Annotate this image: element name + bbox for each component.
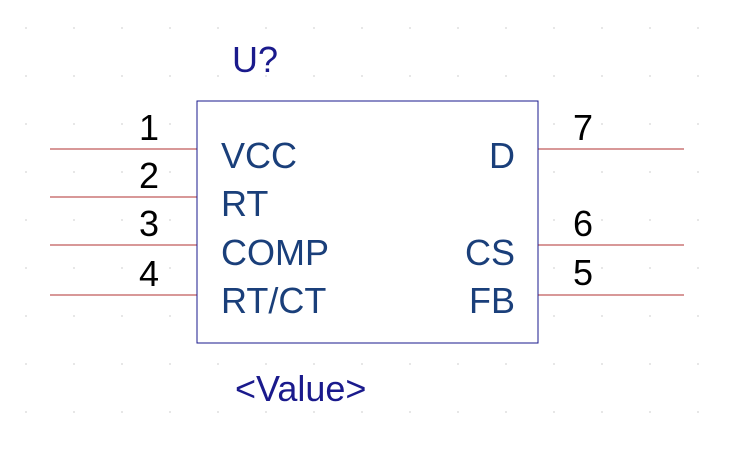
pin-name-d: D xyxy=(489,135,515,176)
reference-designator[interactable]: U? xyxy=(232,39,278,80)
pin-name-comp: COMP xyxy=(221,232,329,273)
pin-name-vcc: VCC xyxy=(221,135,297,176)
pin-number-4: 4 xyxy=(139,253,159,294)
value-label[interactable]: <Value> xyxy=(235,368,366,409)
pin-number-6: 6 xyxy=(573,203,593,244)
pin-name-cs: CS xyxy=(465,232,515,273)
component-body[interactable] xyxy=(196,100,539,344)
pin-number-1: 1 xyxy=(139,107,159,148)
pin-number-2: 2 xyxy=(139,155,159,196)
pin-number-3: 3 xyxy=(139,203,159,244)
pin-name-fb: FB xyxy=(469,280,515,321)
pin-number-5: 5 xyxy=(573,252,593,293)
pin-name-rt-ct: RT/CT xyxy=(221,280,326,321)
pin-name-rt: RT xyxy=(221,183,268,224)
pin-number-7: 7 xyxy=(573,107,593,148)
